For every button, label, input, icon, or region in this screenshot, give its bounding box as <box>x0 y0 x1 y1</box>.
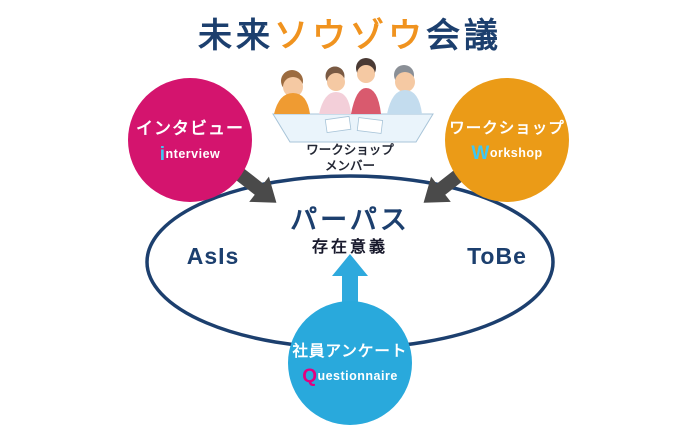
members-label: ワークショップ メンバー <box>250 142 450 174</box>
purpose-subtitle: 存在意義 <box>311 239 388 256</box>
workshop-node: ワークショップ Workshop <box>445 78 569 202</box>
questionnaire-label-jp: 社員アンケート <box>292 342 408 360</box>
workshop-label-en: Workshop <box>471 143 542 165</box>
person-icon <box>387 65 422 114</box>
person-icon <box>274 70 310 114</box>
page-title: 未来ソウゾウ会議 <box>0 8 700 57</box>
title-part-2: ソウゾウ <box>274 17 426 55</box>
title-part-1: 未来 <box>198 17 274 55</box>
tobe-label: ToBe <box>467 243 527 269</box>
workshop-en-rest: orkshop <box>489 145 543 160</box>
workshop-en-initial: W <box>471 142 490 164</box>
members-label-line1: ワークショップ <box>306 143 394 157</box>
workshop-label-jp: ワークショップ <box>449 119 565 137</box>
questionnaire-en-initial: Q <box>302 365 318 387</box>
questionnaire-node: 社員アンケート Questionnaire <box>288 301 412 425</box>
person-icon <box>319 66 351 114</box>
questionnaire-en-rest: uestionnaire <box>317 368 398 383</box>
table-icon <box>272 113 434 143</box>
questionnaire-label-en: Questionnaire <box>302 366 398 388</box>
arrow-down-right-icon <box>232 166 277 203</box>
purpose-title: パーパス <box>290 205 410 235</box>
interview-node: インタビュー interview <box>128 78 252 202</box>
person-icon <box>351 58 381 114</box>
asis-label: AsIs <box>186 243 240 269</box>
arrow-up-icon <box>332 254 368 312</box>
interview-en-initial: i <box>159 144 166 165</box>
paper-icon <box>356 117 384 134</box>
people-meeting-illustration-icon <box>272 58 434 143</box>
title-part-3: 会議 <box>426 17 502 55</box>
paper-icon <box>324 115 352 134</box>
interview-en-rest: nterview <box>165 147 221 161</box>
interview-label-jp: インタビュー <box>136 119 244 138</box>
interview-label-en: interview <box>160 144 221 166</box>
members-label-line2: メンバー <box>324 159 375 173</box>
